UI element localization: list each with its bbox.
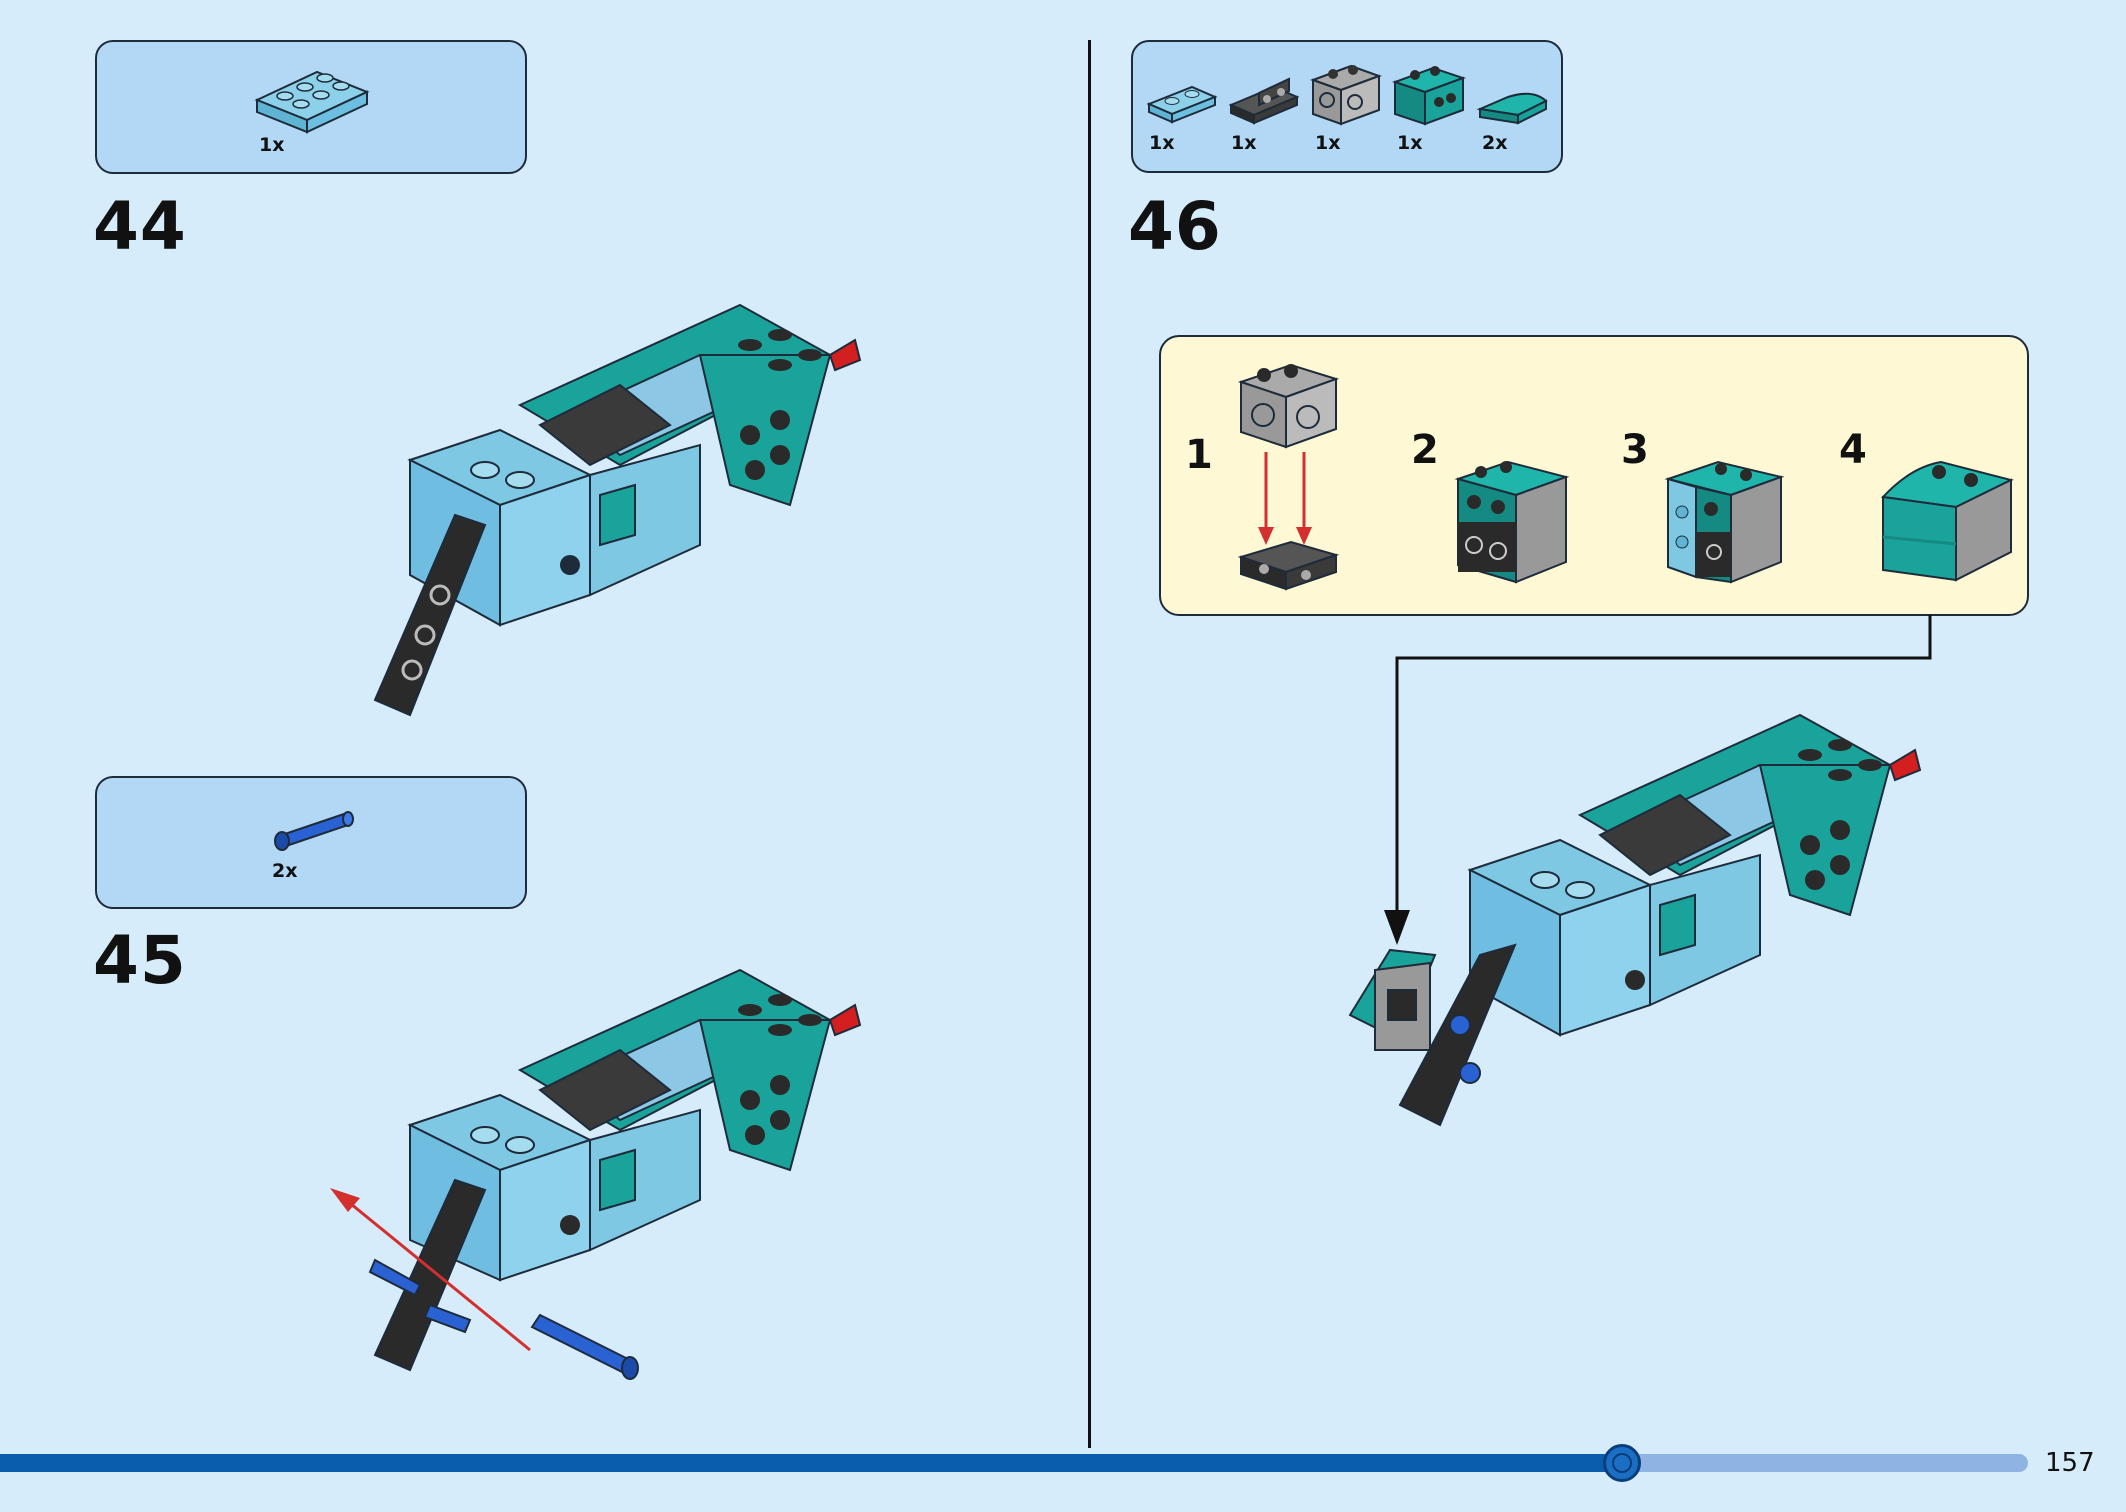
substep-number-2: 2 (1411, 427, 1439, 473)
callout-connector-arrow (1384, 615, 1932, 945)
substep-number-1: 1 (1185, 432, 1213, 478)
substep-1-illustration (1237, 363, 1340, 591)
part-qty: 2x (272, 860, 298, 882)
part-qty: 1x (1231, 132, 1257, 154)
step-number-45: 45 (93, 922, 187, 999)
model-step-46-illustration (1348, 713, 1922, 1127)
dark-grey-bracket-icon (1228, 77, 1300, 125)
substep-number-3: 3 (1621, 427, 1649, 473)
sub-assembly-callout: 1 2 3 4 (1159, 335, 2029, 616)
blue-technic-pin-icon (274, 811, 354, 851)
step-number-44: 44 (93, 188, 187, 265)
substep-number-4: 4 (1839, 427, 1867, 473)
teal-curved-slope-icon (1476, 92, 1548, 125)
substep-4-illustration (1880, 460, 2014, 582)
light-blue-plate-2x3-icon (254, 70, 370, 134)
part-qty: 1x (1315, 132, 1341, 154)
teal-bracket-icon (1391, 66, 1467, 126)
parts-callout-step-45: 2x (95, 776, 527, 909)
light-blue-plate-1x2-icon (1146, 85, 1218, 124)
progress-fill (0, 1454, 1622, 1472)
parts-callout-step-46: 1x 1x 1x 1x 2x (1131, 40, 1563, 173)
part-qty: 2x (1482, 132, 1508, 154)
progress-marker (1603, 1444, 1641, 1482)
model-step-45-illustration (330, 968, 862, 1380)
part-qty: 1x (1397, 132, 1423, 154)
substep-3-illustration (1664, 460, 1785, 584)
grey-technic-brick-icon (1310, 64, 1382, 126)
step-number-46: 46 (1128, 188, 1222, 265)
model-step-44-illustration (373, 303, 862, 717)
part-qty: 1x (259, 134, 285, 156)
page-divider (1088, 40, 1091, 1448)
page-number: 157 (2045, 1448, 2095, 1478)
part-qty: 1x (1149, 132, 1175, 154)
substep-2-illustration (1454, 460, 1570, 584)
parts-callout-step-44: 1x (95, 40, 527, 174)
